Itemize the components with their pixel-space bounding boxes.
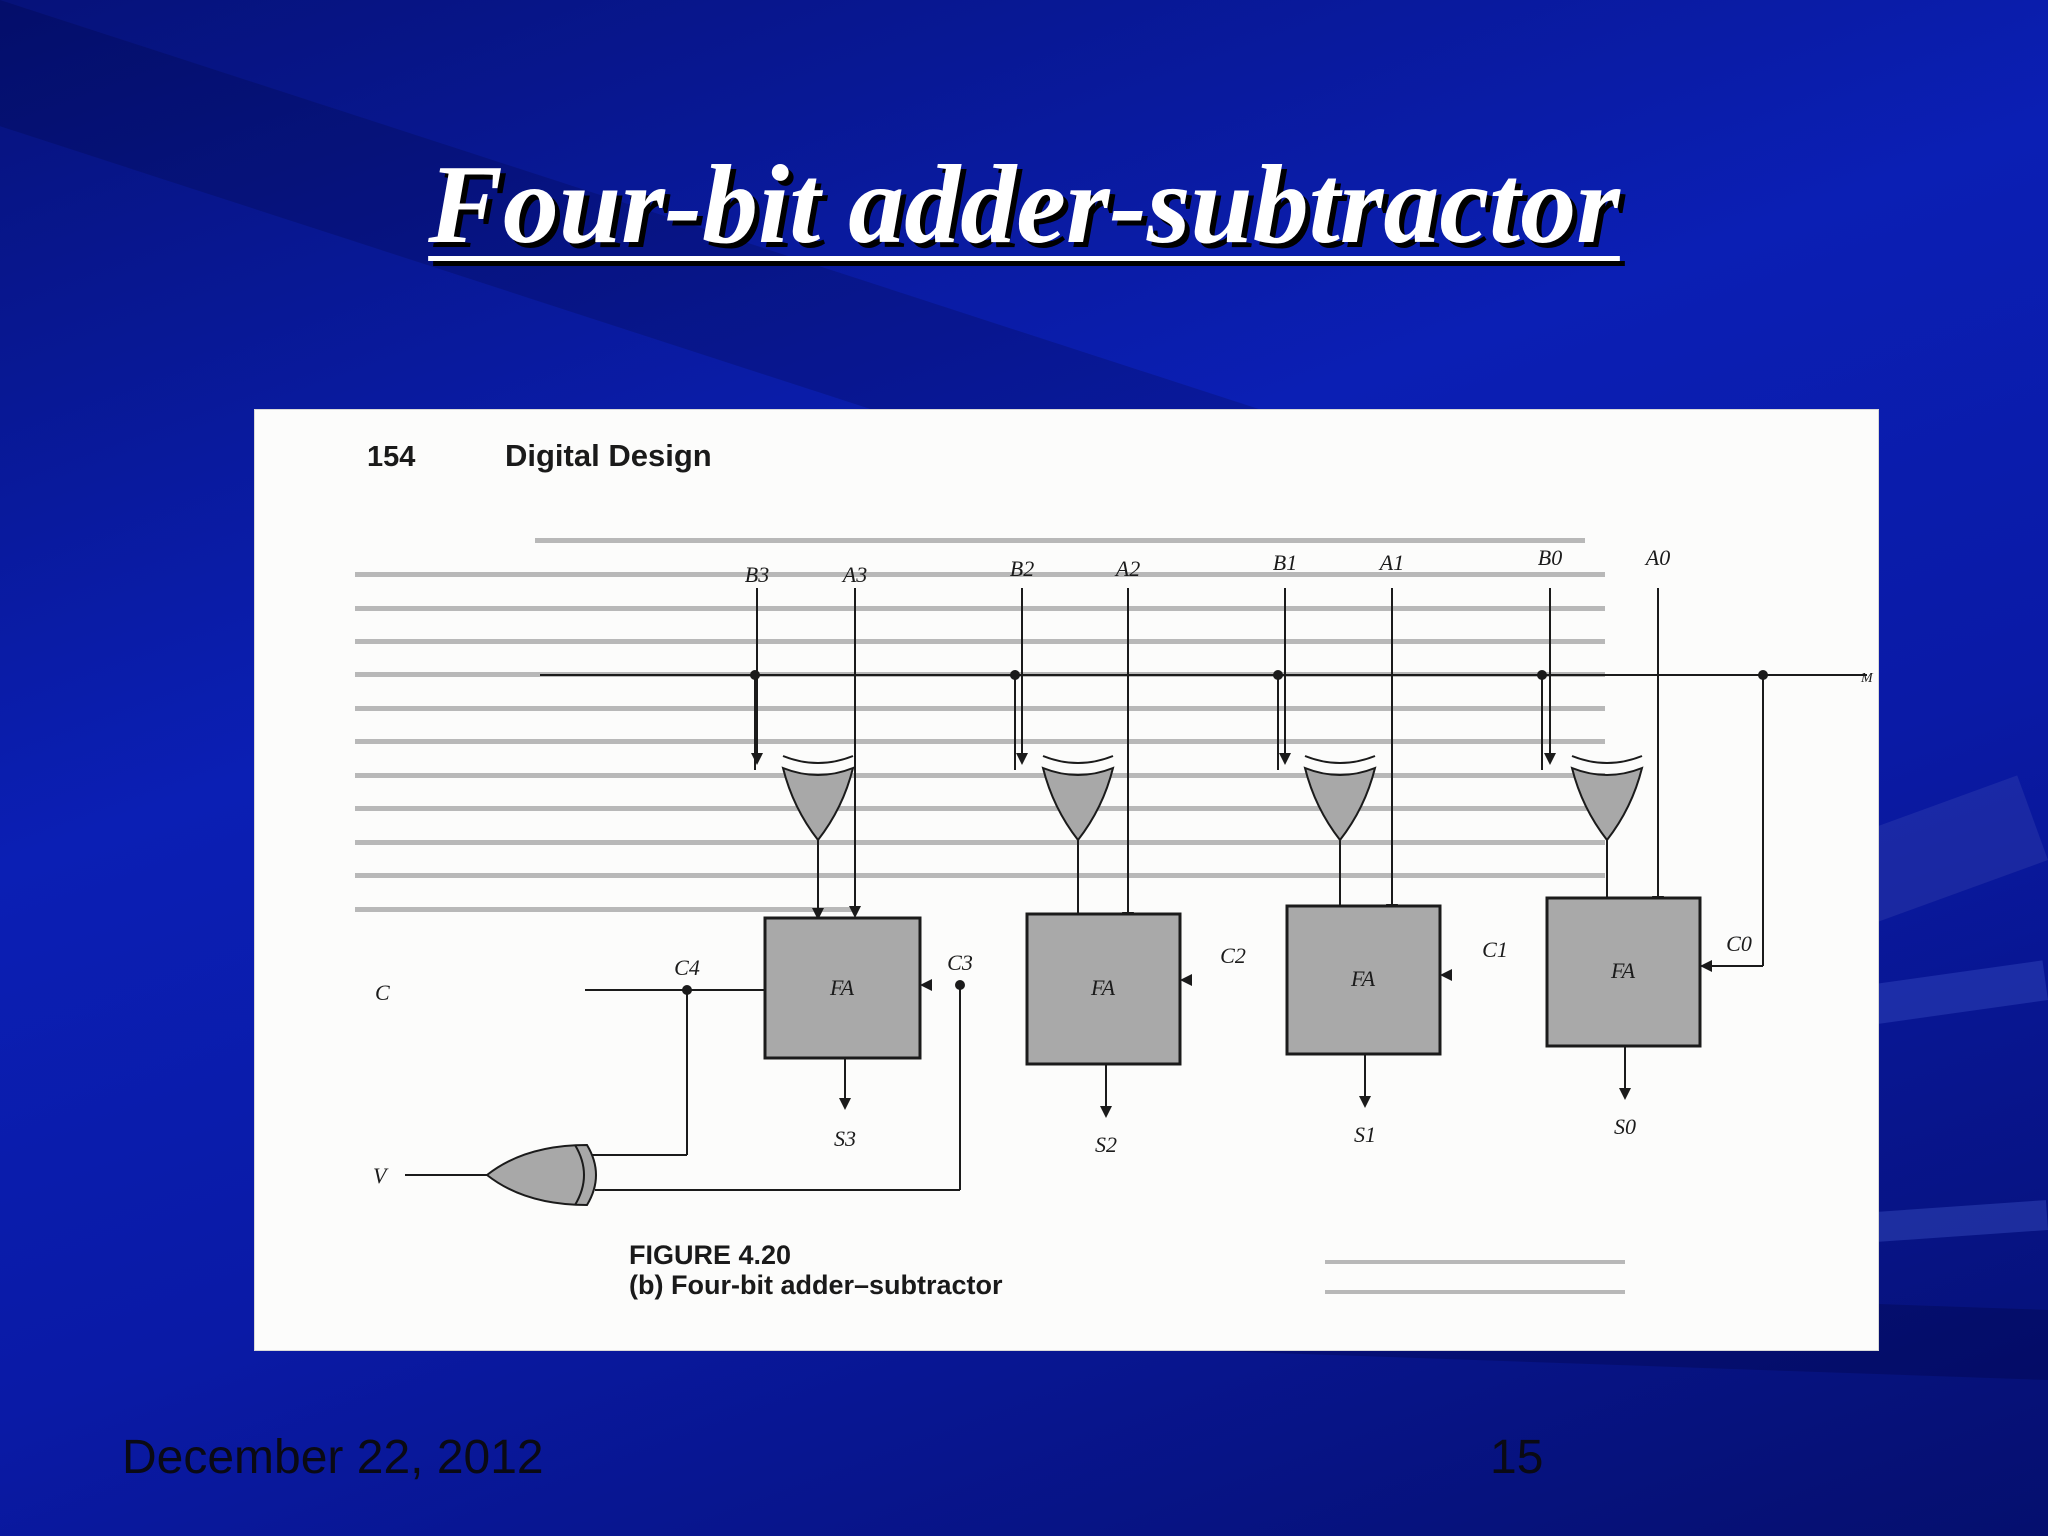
label-b2: B2: [1010, 556, 1034, 581]
figure-label: FIGURE 4.20: [629, 1240, 792, 1270]
full-adder-blocks: [763, 896, 1702, 1066]
label-fa-0: FA: [1610, 958, 1636, 983]
label-a0: A0: [1644, 545, 1670, 570]
xor-gate-0: [1570, 755, 1644, 842]
label-b0: B0: [1538, 545, 1562, 570]
xor-gate-2: [1041, 755, 1115, 842]
label-c0: C0: [1726, 931, 1752, 956]
xor-gate-1: [1303, 755, 1377, 842]
label-s1: S1: [1354, 1122, 1376, 1147]
label-s2: S2: [1095, 1132, 1117, 1157]
junction-dots: [682, 670, 1768, 995]
xor-gates: [485, 755, 1644, 1207]
label-c2: C2: [1220, 943, 1246, 968]
label-fa-1: FA: [1350, 966, 1376, 991]
xor-gate-overflow: [485, 1143, 597, 1207]
label-s3: S3: [834, 1126, 856, 1151]
label-a1: A1: [1378, 550, 1404, 575]
figure-caption: (b) Four-bit adder–subtractor: [629, 1270, 1003, 1300]
label-fa-3: FA: [829, 975, 855, 1000]
wiring: [405, 588, 1867, 1191]
label-mode: M: [1860, 671, 1874, 686]
label-c1: C1: [1482, 937, 1508, 962]
label-s0: S0: [1614, 1114, 1636, 1139]
label-a2: A2: [1114, 556, 1140, 581]
label-carry-out: C: [375, 980, 390, 1005]
slide-date: December 22, 2012: [122, 1431, 544, 1484]
label-c4: C4: [674, 955, 700, 980]
book-title: Digital Design: [505, 438, 712, 473]
circuit-labels: B3 A3 B2 A2 B1 A1 B0 A0 C4 C3 C2 C1 C0 S…: [373, 545, 1874, 1188]
adder-subtractor-diagram: B3 A3 B2 A2 B1 A1 B0 A0 C4 C3 C2 C1 C0 S…: [355, 538, 1874, 1294]
label-b1: B1: [1273, 550, 1297, 575]
page-number: 154: [367, 441, 416, 473]
label-c3: C3: [947, 950, 973, 975]
label-a3: A3: [841, 562, 867, 587]
full-adder-3: [763, 916, 922, 1060]
xor-gate-3: [781, 755, 855, 842]
slide-number: 15: [1490, 1431, 1544, 1484]
full-adder-2: [1025, 912, 1182, 1066]
label-fa-2: FA: [1090, 975, 1116, 1000]
label-overflow: V: [373, 1163, 389, 1188]
full-adder-1: [1285, 904, 1442, 1056]
label-b3: B3: [745, 562, 769, 587]
textbook-figure-scan: B3 A3 B2 A2 B1 A1 B0 A0 C4 C3 C2 C1 C0 S…: [255, 410, 1878, 1350]
slide-title: Four-bit adder-subtractor: [428, 143, 1620, 267]
full-adder-0: [1545, 896, 1702, 1048]
